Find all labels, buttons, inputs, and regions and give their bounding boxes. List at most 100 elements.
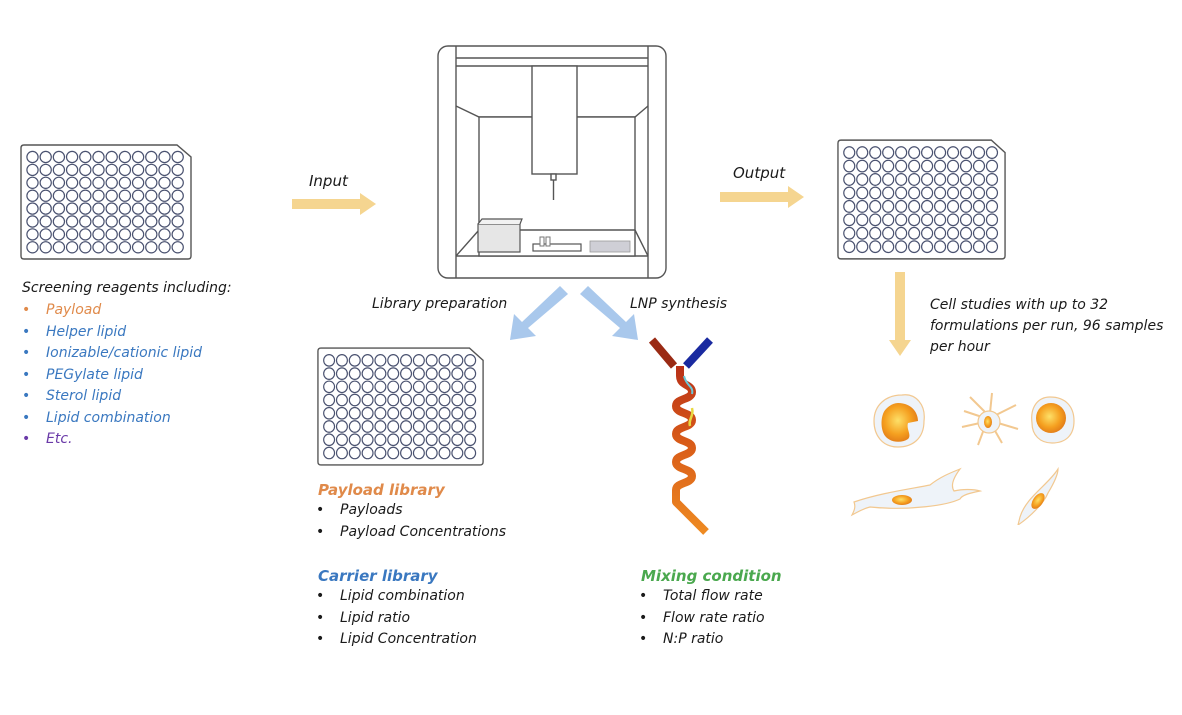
well [869,159,882,173]
well [105,150,118,164]
list-item-label: Helper lipid [46,323,127,340]
well [412,406,425,420]
well [972,226,986,240]
well [869,199,882,213]
well [374,433,387,447]
well [39,228,52,241]
cell-studies-arrow-icon [889,272,911,356]
well [882,186,895,200]
well [158,202,171,215]
well [79,189,92,202]
well [361,406,374,420]
well [425,367,438,380]
well [118,202,132,215]
well [374,380,387,394]
well [438,393,451,407]
well [882,146,895,160]
well [972,240,986,254]
well [412,353,425,367]
well [145,163,158,177]
well [933,199,947,213]
well [959,199,973,213]
well [348,367,361,380]
well [895,213,908,227]
well [361,367,374,380]
well [425,380,438,394]
well [145,189,158,202]
bullet-icon: • [639,588,648,604]
well [335,406,348,420]
well [39,241,52,254]
well [65,228,79,241]
well [131,176,145,190]
well [26,176,39,190]
well [374,446,387,460]
well [921,226,934,240]
well [400,353,413,367]
well [118,228,132,241]
well [323,380,336,394]
well [985,213,999,227]
well [335,393,348,407]
well [412,380,425,394]
well [464,406,477,420]
well [451,353,464,367]
reagent-item: •Lipid combination [20,408,202,430]
liquid-handler-robot [437,45,667,279]
well [869,240,882,254]
list-item-label: Ionizable/cationic lipid [46,345,203,361]
well [79,228,92,241]
well [933,159,947,173]
library-preparation-label: Library preparation [372,296,508,312]
well [985,146,999,160]
well [118,163,132,177]
well [933,173,947,186]
well [856,159,869,173]
well [158,228,171,241]
well [438,353,451,367]
reagent-item: •Ionizable/cationic lipid [20,343,202,365]
list-item-label: Payload Concentrations [340,523,507,540]
well [946,146,960,160]
well [387,406,400,420]
well [908,240,921,254]
well [131,241,145,254]
reagent-item: •PEGylate lipid [20,365,202,387]
well [921,213,934,227]
well [145,176,158,190]
reagent-item: •Sterol lipid [20,386,202,408]
well [946,226,960,240]
well [171,202,184,215]
well [856,186,869,200]
well [985,173,999,186]
bullet-icon: • [22,366,31,383]
well [895,146,908,160]
well [464,367,477,380]
well [26,215,39,228]
bullet-icon: • [316,502,325,518]
mixing-condition-list: •Total flow rate•Flow rate ratio•N:P rat… [637,586,765,651]
bullet-icon: • [316,523,325,540]
well [323,406,336,420]
well [52,241,66,254]
well [425,406,438,420]
well [985,159,999,173]
well [105,241,118,254]
well [158,241,171,254]
well [843,146,856,160]
well [959,173,973,186]
reagent-item: •Etc. [20,429,202,451]
bullet-icon: • [316,631,325,647]
well [105,163,118,177]
well [26,241,39,254]
well [171,163,184,177]
well [882,199,895,213]
well [412,446,425,460]
well [145,202,158,215]
well [39,163,52,177]
well [972,146,986,160]
list-item-label: Lipid ratio [340,609,411,626]
output-well-plate [836,138,1008,261]
well [92,202,105,215]
list-item-label: Lipid Concentration [340,631,477,647]
